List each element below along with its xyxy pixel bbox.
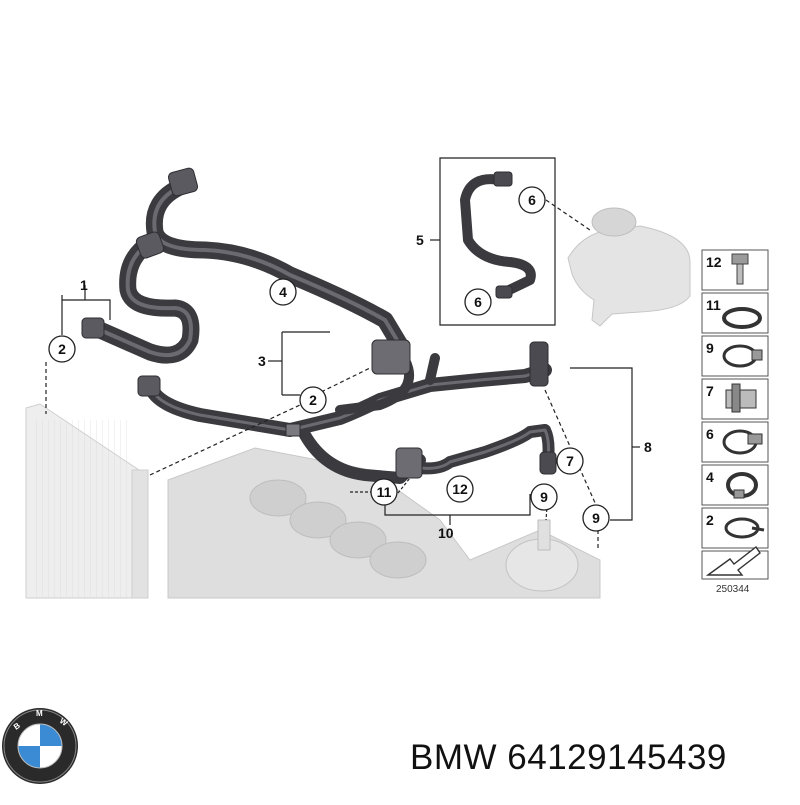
bmw-roundel-icon: B M W xyxy=(2,708,78,784)
callout-1: 1 xyxy=(80,277,88,293)
svg-text:7: 7 xyxy=(706,383,714,399)
engine-block xyxy=(167,447,601,599)
worm-clamp-icon xyxy=(722,429,763,455)
svg-text:12: 12 xyxy=(706,254,722,270)
part-number-caption: BMW 64129145439 xyxy=(410,738,790,778)
o-ring-icon xyxy=(722,307,762,329)
legend-arrow-box xyxy=(701,545,769,580)
callout-9-left: 9 xyxy=(540,489,548,505)
legend-item-9: 9 xyxy=(701,335,769,377)
svg-text:W: W xyxy=(58,716,70,728)
svg-text:M: M xyxy=(36,709,43,718)
svg-text:11: 11 xyxy=(706,297,721,313)
callout-10: 10 xyxy=(438,525,454,541)
fastener-legend: 12 11 9 7 xyxy=(701,249,769,595)
hose-clamp-icon xyxy=(722,344,763,368)
diagram-reference-code: 250344 xyxy=(716,584,750,595)
legend-item-2: 2 xyxy=(701,507,769,549)
callout-6-top: 6 xyxy=(528,192,536,208)
brand-name: BMW xyxy=(410,738,498,777)
svg-text:2: 2 xyxy=(706,512,714,528)
hose-upper xyxy=(145,177,409,354)
callout-2-left: 2 xyxy=(58,341,66,357)
callout-4: 4 xyxy=(279,284,287,300)
hose-1 xyxy=(91,235,200,364)
circled-callouts xyxy=(48,186,610,532)
part-number: 64129145439 xyxy=(507,738,727,777)
svg-text:9: 9 xyxy=(706,340,714,356)
callout-2-center: 2 xyxy=(309,392,317,408)
band-clamp-icon xyxy=(726,472,758,499)
legend-item-12: 12 xyxy=(701,249,769,291)
hose-5 xyxy=(460,174,536,297)
callout-9-right: 9 xyxy=(592,510,600,526)
legend-item-4: 4 xyxy=(701,464,769,506)
spring-clip-icon xyxy=(725,383,757,413)
svg-text:4: 4 xyxy=(706,469,714,485)
expansion-tank xyxy=(567,207,691,327)
callout-8: 8 xyxy=(644,439,652,455)
spring-band-clamp-icon xyxy=(724,517,765,539)
callout-labels: 1 3 5 8 10 xyxy=(80,232,652,541)
legend-item-11: 11 xyxy=(701,292,769,334)
svg-text:B: B xyxy=(12,721,22,732)
legend-item-7: 7 xyxy=(701,378,769,420)
callout-6-bottom: 6 xyxy=(474,294,482,310)
hose-10 xyxy=(299,424,555,484)
hose-fittings xyxy=(81,167,557,479)
callout-11: 11 xyxy=(377,484,392,500)
radiator xyxy=(25,403,149,599)
callout-7: 7 xyxy=(566,453,574,469)
hose-lower xyxy=(143,353,552,437)
callout-3: 3 xyxy=(258,353,266,369)
legend-item-6: 6 xyxy=(701,421,769,463)
svg-text:6: 6 xyxy=(706,426,714,442)
arrow-icon xyxy=(705,545,761,576)
callout-5: 5 xyxy=(416,232,424,248)
callout-12: 12 xyxy=(452,481,468,497)
circled-callout-numbers: 2 4 2 6 6 7 9 9 11 12 xyxy=(58,192,600,526)
bolt-icon xyxy=(731,253,749,285)
